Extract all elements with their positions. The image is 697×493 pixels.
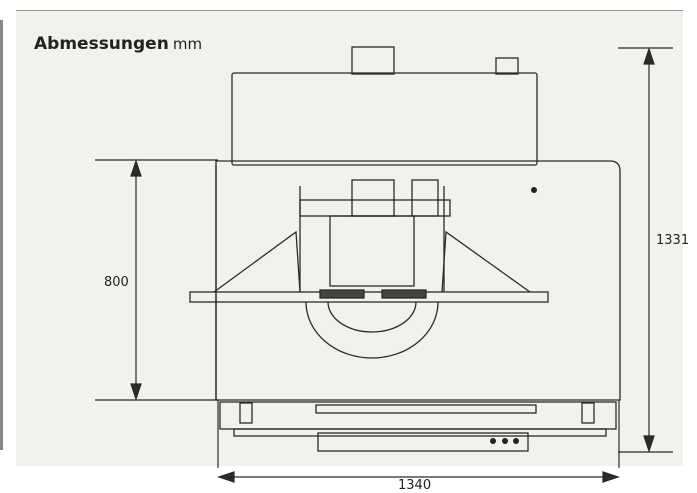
upper-housing	[231, 72, 538, 166]
top-right-fitting	[495, 57, 519, 75]
title-text: Abmessungen	[34, 34, 169, 54]
top-block	[351, 46, 395, 75]
base-rail	[317, 432, 529, 452]
main-body	[215, 160, 621, 401]
base-plate	[233, 428, 607, 437]
diagram-panel	[16, 10, 683, 466]
blade-guard	[305, 301, 439, 359]
work-table	[189, 291, 549, 303]
dimension-height-table: 800	[104, 275, 129, 290]
left-edge-bar	[0, 20, 3, 450]
base-frame	[219, 401, 617, 430]
saw-head	[329, 215, 415, 287]
dimension-width-total: 1340	[398, 478, 432, 493]
title-unit: mm	[172, 35, 203, 53]
dimension-height-total: 1331	[656, 233, 690, 248]
